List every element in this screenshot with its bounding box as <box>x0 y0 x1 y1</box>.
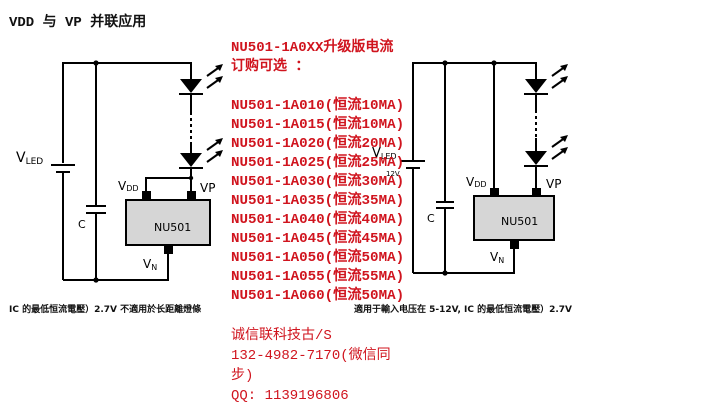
model-item: NU501-1A025(恒流25MA) <box>231 155 405 171</box>
right-led-1-light-arrows-icon <box>551 63 569 89</box>
left-led-1-light-arrows-icon <box>206 63 224 89</box>
model-item: NU501-1A045(恒流45MA) <box>231 231 405 247</box>
page-title: VDD 与 VP 并联应用 <box>9 15 147 31</box>
company-name: 诚信联科技古/S <box>231 328 332 344</box>
qq-number: QQ: 1139196806 <box>231 388 349 404</box>
model-item: NU501-1A060(恒流50MA) <box>231 288 405 304</box>
note-right: 適用于輸入电压在 5-12V, IC 的最低恒流電壓）2.7V <box>354 305 573 315</box>
right-junction-bottom <box>442 270 448 276</box>
right-led-2-light-arrows-icon <box>551 134 569 160</box>
right-pin-vdd <box>490 188 499 196</box>
left-vdd-vp-link <box>145 177 191 192</box>
left-pin-vn <box>164 245 173 254</box>
right-pin-vn <box>510 240 519 249</box>
phone-line-2: 步) <box>231 368 254 384</box>
left-top-wire <box>62 62 192 163</box>
left-circuit <box>51 62 192 281</box>
left-cap-label: C <box>78 218 86 231</box>
right-led-2 <box>523 150 549 167</box>
left-pin-vdd <box>142 191 151 200</box>
left-supply-label: VLED <box>16 150 43 167</box>
order-heading: NU501-1A0XX升级版电流 订购可选 ： <box>231 39 393 77</box>
left-led-2 <box>178 152 204 169</box>
model-item: NU501-1A030(恒流30MA) <box>231 174 405 190</box>
left-vn-label: VN <box>143 257 157 272</box>
left-junction-vp <box>188 175 194 181</box>
phone-line-1: 132-4982-7170(微信同 <box>231 348 391 364</box>
order-heading-line-2: 订购可选 ： <box>231 59 310 75</box>
model-item: NU501-1A040(恒流40MA) <box>231 212 405 228</box>
right-chip-label: NU501 <box>501 215 538 228</box>
model-item: NU501-1A010(恒流10MA) <box>231 98 405 114</box>
right-junction-top-2 <box>491 60 497 66</box>
left-led-2-light-arrows-icon <box>206 137 224 163</box>
right-vdd-label: VDD <box>466 175 487 189</box>
left-vdd-label: VDD <box>118 179 139 193</box>
model-item: NU501-1A050(恒流50MA) <box>231 250 405 266</box>
right-pin-vp <box>532 188 541 196</box>
left-junction-bottom <box>93 277 99 283</box>
left-led-1 <box>178 78 204 95</box>
note-left: IC 的最低恒流電壓）2.7V 不適用於长距離燈條 <box>9 305 202 315</box>
right-supply-label: VLED <box>372 146 397 161</box>
right-top-wire <box>412 62 537 161</box>
right-circuit <box>401 62 537 274</box>
model-list: NU501-1A010(恒流10MA) NU501-1A015(恒流10MA) … <box>231 97 404 306</box>
order-heading-line-1: NU501-1A0XX升级版电流 <box>231 40 394 56</box>
right-supply-voltage: 12V <box>386 170 400 178</box>
model-item: NU501-1A020(恒流20MA) <box>231 136 405 152</box>
left-chip-label: NU501 <box>154 221 191 234</box>
right-vn-label: VN <box>490 250 504 265</box>
right-junction-top-1 <box>442 60 448 66</box>
left-pin-vp <box>187 191 196 200</box>
model-item: NU501-1A035(恒流35MA) <box>231 193 405 209</box>
contact-info: 诚信联科技古/S 132-4982-7170(微信同 步) QQ: 113919… <box>231 326 391 406</box>
right-cap-label: C <box>427 212 435 225</box>
left-vp-label: VP <box>200 181 215 195</box>
right-led-1 <box>523 78 549 95</box>
model-item: NU501-1A055(恒流55MA) <box>231 269 405 285</box>
model-item: NU501-1A015(恒流10MA) <box>231 117 405 133</box>
right-vp-label: VP <box>546 177 561 191</box>
left-junction-top <box>93 60 99 66</box>
